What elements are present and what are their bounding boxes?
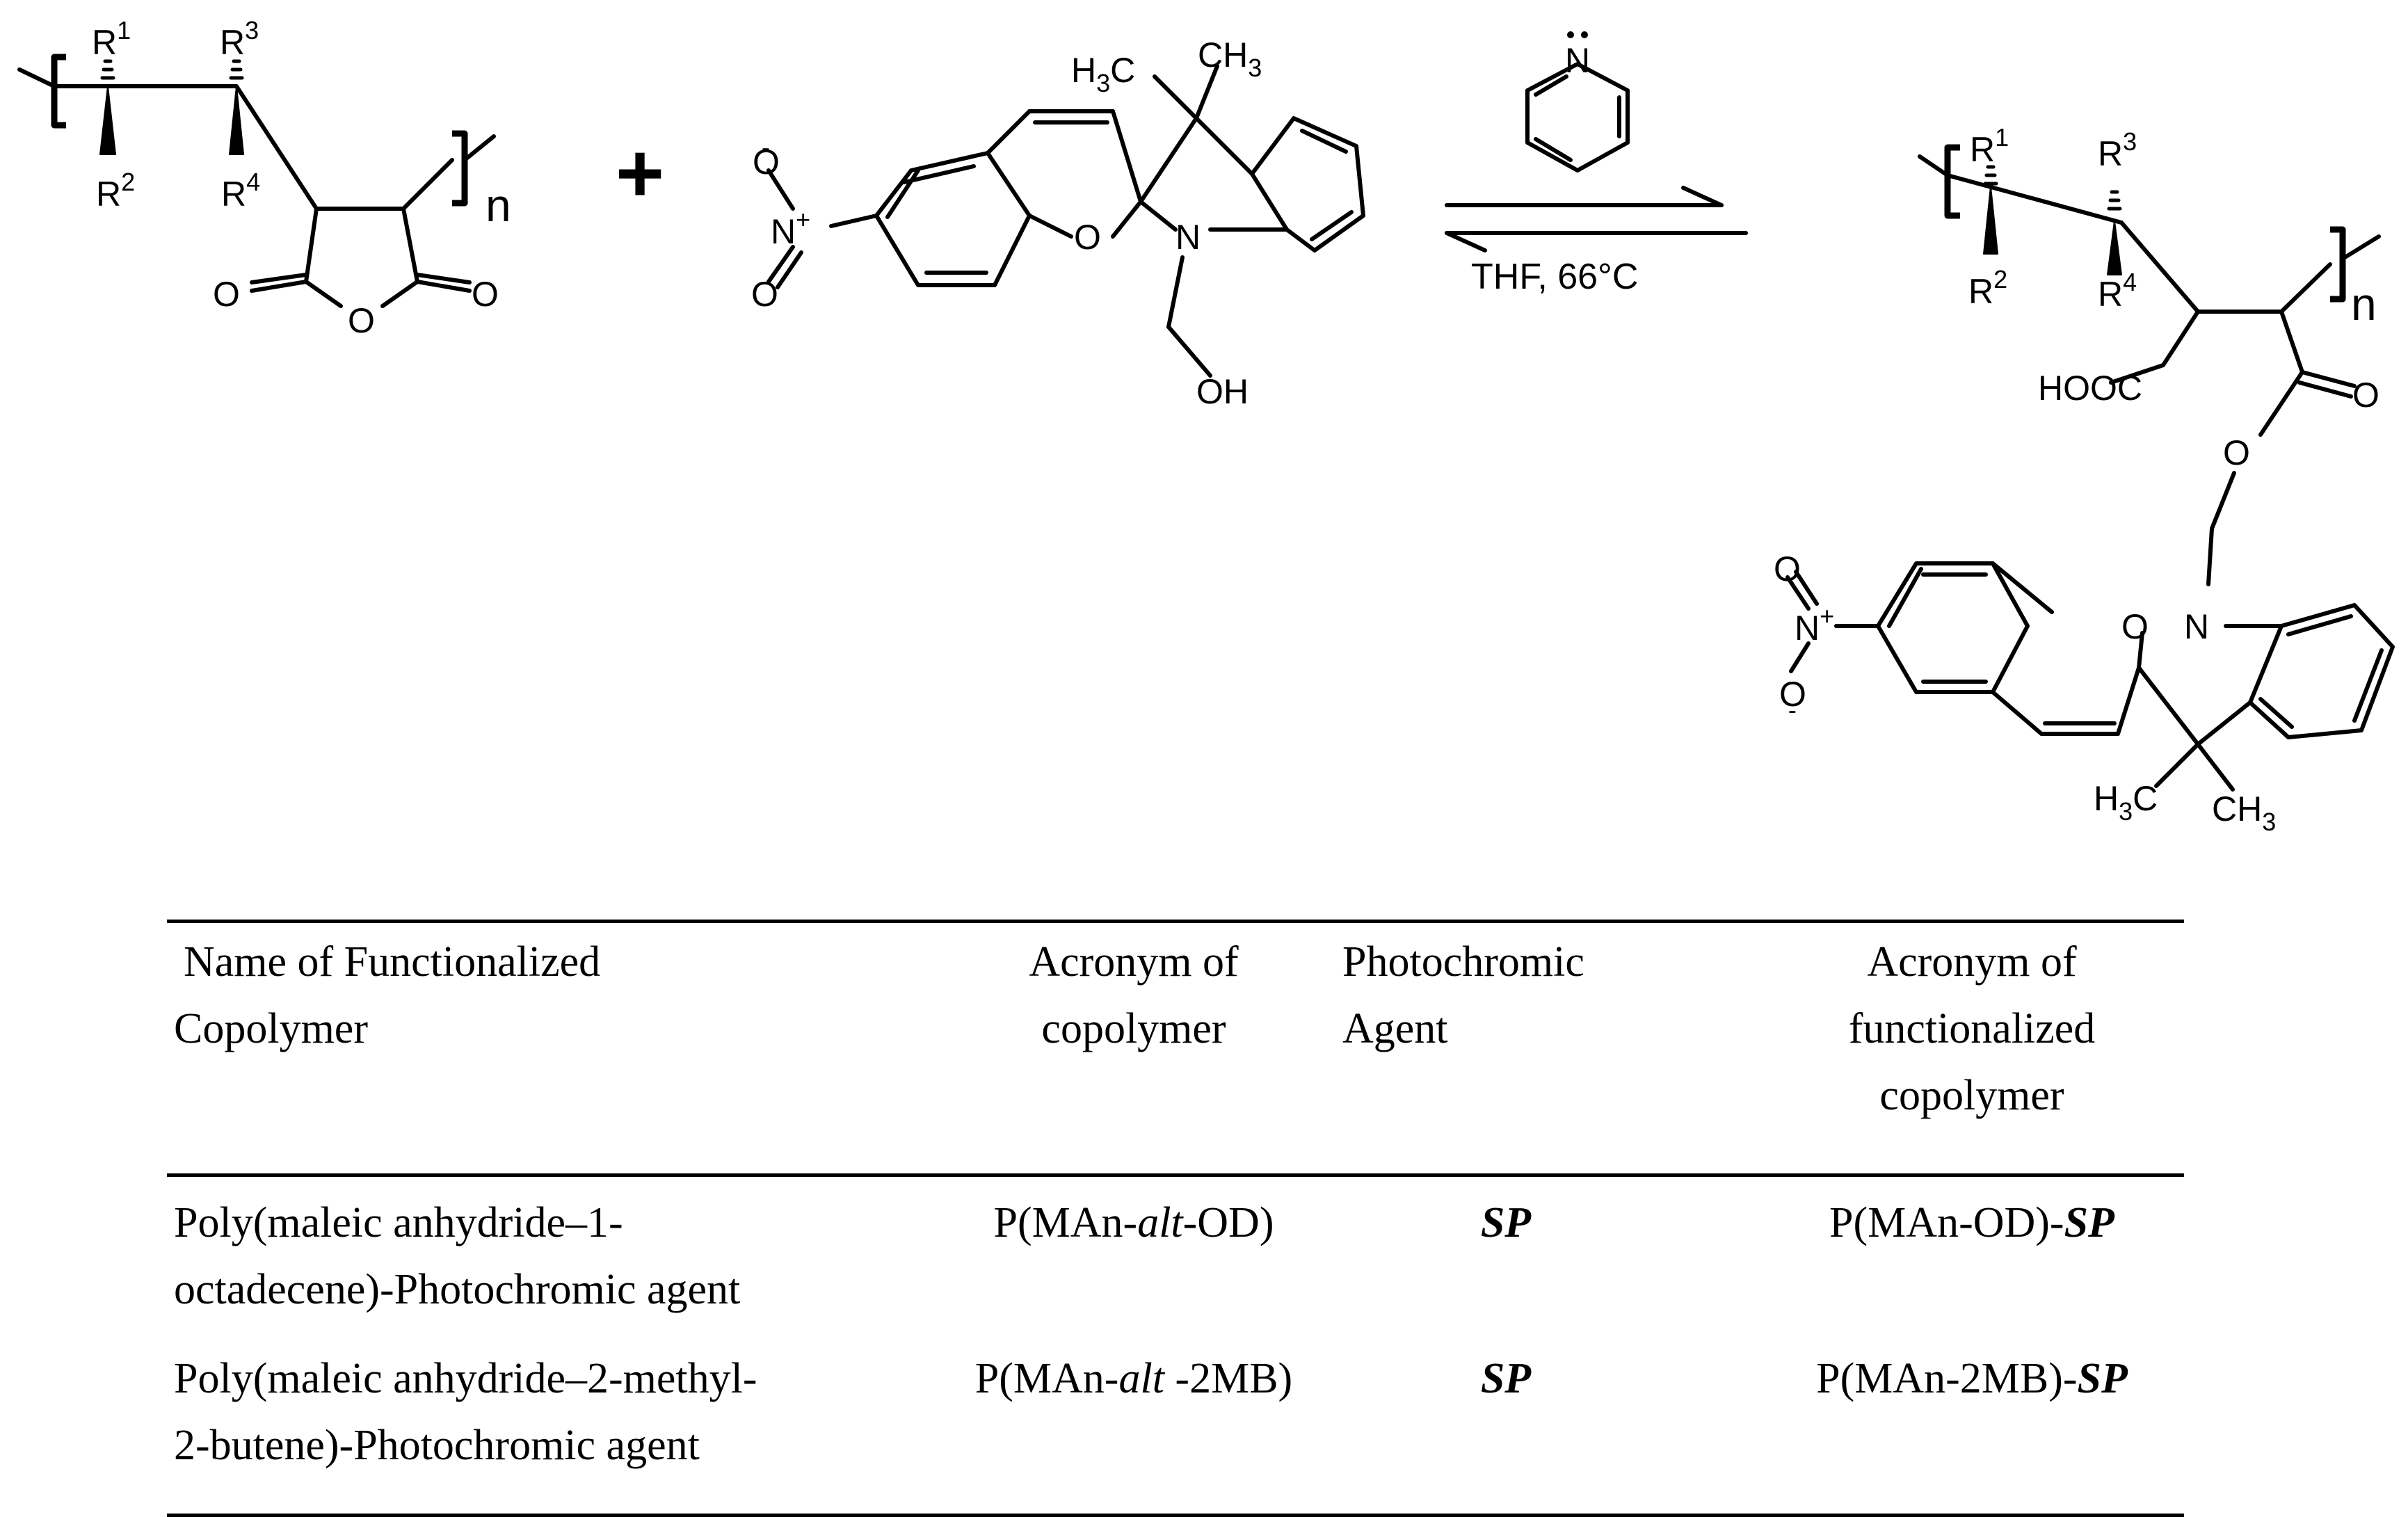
- pyridine-nitrogen: N: [1565, 41, 1590, 80]
- ring-oxygen: O: [348, 301, 375, 340]
- table-row: Poly(maleic anhydride–1- octadecene)-Pho…: [167, 1175, 2184, 1339]
- row-name: Poly(maleic anhydride–1- octadecene)-Pho…: [174, 1199, 741, 1313]
- product-h3c-label: H3C: [2094, 779, 2158, 826]
- reaction-conditions: N THF, 66°C: [1445, 31, 1748, 297]
- product-nitro-o: O: [1774, 549, 1801, 588]
- product-r4-label: R4: [2098, 268, 2137, 314]
- repeat-n: n: [485, 179, 511, 231]
- row-functionalized-acronym: P(MAn-2MB)-SP: [1816, 1355, 2128, 1402]
- indoline-nitrogen: N: [1175, 218, 1201, 257]
- ester-carbonyl-o: O: [2352, 376, 2379, 415]
- header-name: Name of Functionalized Copolymer: [174, 938, 601, 1052]
- plus-sign: +: [616, 127, 664, 220]
- product-r3-label: R3: [2098, 127, 2137, 173]
- hydroxyl-label: OH: [1196, 372, 1249, 411]
- nitro-o-minus: O-: [753, 133, 780, 182]
- row-agent: SP: [1480, 1355, 1532, 1402]
- pyran-oxygen: O: [1074, 218, 1101, 257]
- copolymer-table-container: Name of Functionalized Copolymer Acronym…: [167, 920, 2184, 1517]
- reaction-conditions-label: THF, 66°C: [1471, 257, 1638, 297]
- r4-label: R4: [221, 168, 260, 214]
- copolymer-table: Name of Functionalized Copolymer Acronym…: [167, 920, 2184, 1517]
- ch3-label: CH3: [1198, 35, 1262, 82]
- product-pyran-oxygen: O: [2121, 607, 2149, 646]
- row-acronym: P(MAn-alt -2MB): [974, 1355, 1293, 1402]
- table-row: Poly(maleic anhydride–2-methyl- 2-butene…: [167, 1338, 2184, 1516]
- spiropyran-reactant: H3C CH3 O- N+ O O N OH: [751, 35, 1365, 411]
- product-r2-label: R2: [1968, 265, 2007, 311]
- row-name: Poly(maleic anhydride–2-methyl- 2-butene…: [174, 1355, 757, 1469]
- hooc-label: HOOC: [2038, 369, 2142, 408]
- row-acronym: P(MAn-alt-OD): [993, 1199, 1274, 1246]
- carbonyl-o-left: O: [213, 275, 240, 314]
- header-acronym: Acronym of copolymer: [1029, 938, 1239, 1052]
- r2-label: R2: [96, 168, 135, 214]
- r3-label: R3: [220, 16, 259, 62]
- reaction-scheme: R1 R2 R3 R4 O O O n +: [17, 16, 2395, 836]
- nitro-n-plus: N+: [771, 205, 810, 251]
- header-functionalized-acronym: Acronym of functionalized copolymer: [1848, 938, 2096, 1119]
- copolymer-reactant: R1 R2 R3 R4 O O O n: [17, 16, 511, 340]
- functionalized-copolymer-product: R1 R2 R3 R4 n HOOC O O O N+ O- O N H3C C…: [1774, 123, 2395, 836]
- nitro-o: O: [751, 275, 778, 314]
- product-nitro-n-plus: N+: [1795, 602, 1834, 648]
- row-functionalized-acronym: P(MAn-OD)-SP: [1829, 1199, 2114, 1246]
- carbonyl-o-right: O: [472, 275, 499, 314]
- product-repeat-n: n: [2351, 278, 2377, 330]
- product-r1-label: R1: [1970, 123, 2009, 169]
- product-nitro-o-minus: O-: [1779, 675, 1806, 724]
- h3c-label: H3C: [1071, 51, 1135, 97]
- r1-label: R1: [92, 16, 131, 62]
- product-indoline-nitrogen: N: [2184, 607, 2209, 646]
- table-header-row: Name of Functionalized Copolymer Acronym…: [167, 921, 2184, 1175]
- ester-oxygen: O: [2223, 433, 2250, 472]
- product-ch3-label: CH3: [2212, 789, 2276, 836]
- header-agent: Photochromic Agent: [1342, 938, 1584, 1052]
- row-agent: SP: [1480, 1199, 1532, 1246]
